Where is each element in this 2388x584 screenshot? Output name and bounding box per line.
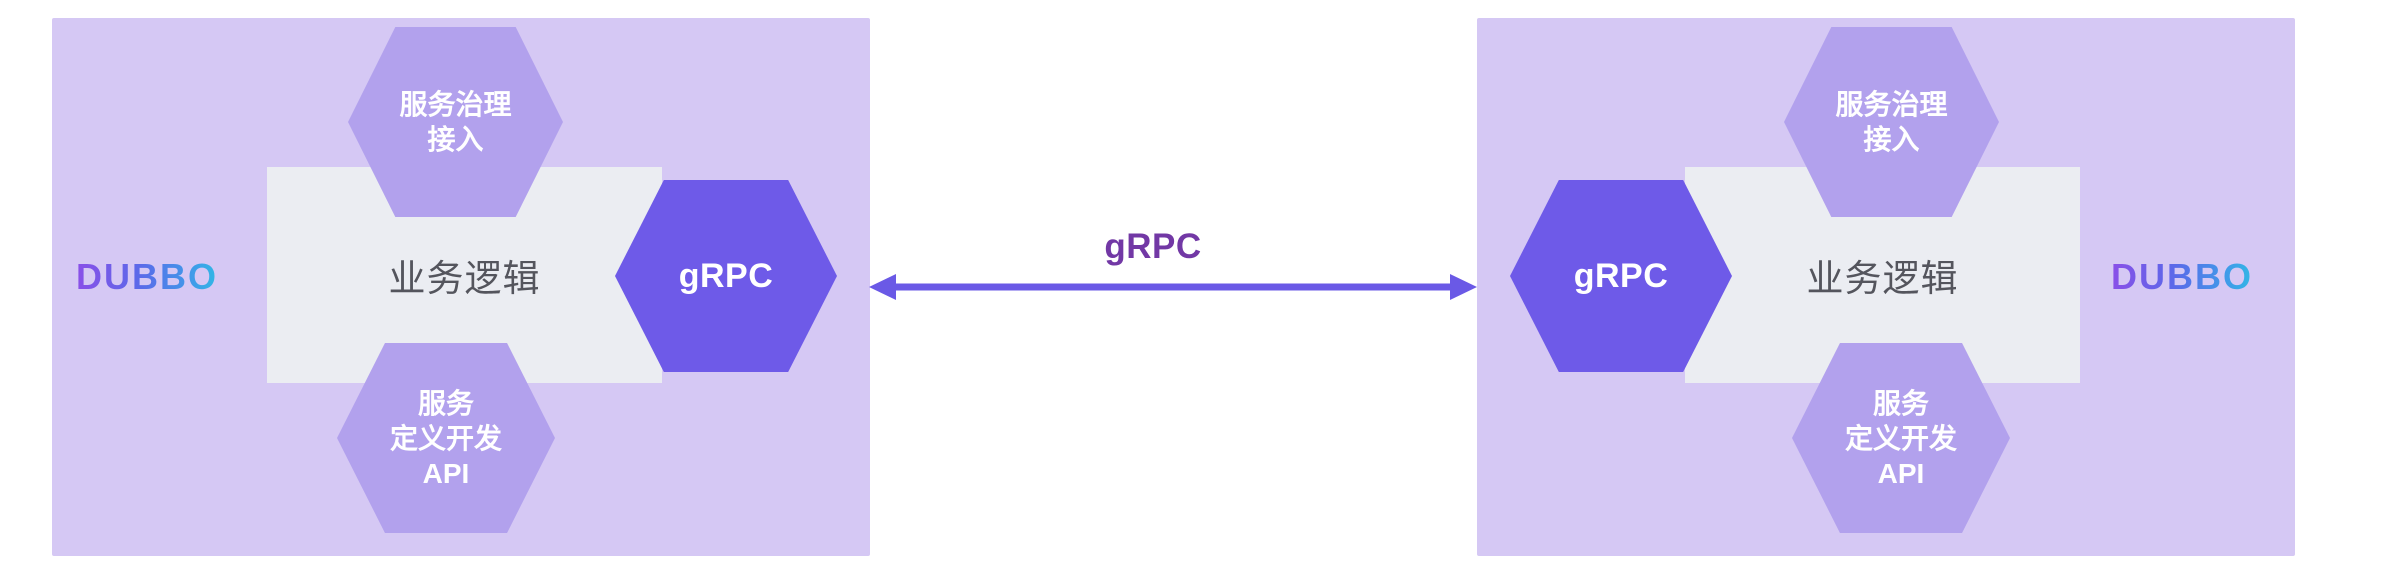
grpc-bidirectional-arrow-icon — [869, 274, 1477, 300]
grpc-hexagon: gRPC — [615, 180, 837, 372]
service-governance-hexagon: 服务治理 接入 — [1784, 27, 1999, 217]
dubbo-logo: DUBBO — [76, 258, 246, 298]
grpc-hexagon-label: gRPC — [1573, 256, 1669, 295]
api-definition-label: 服务 定义开发 API — [1844, 387, 1957, 489]
api-definition-hexagon: 服务 定义开发 API — [1792, 343, 2010, 533]
api-definition-hexagon: 服务 定义开发 API — [337, 343, 555, 533]
service-governance-hexagon: 服务治理 接入 — [348, 27, 563, 217]
dubbo-app-box-right: gRPC 业务逻辑 服务治理 接入 服务 定义开发 API DUBBO — [1477, 18, 2295, 556]
grpc-hexagon-label: gRPC — [678, 256, 774, 295]
service-governance-label: 服务治理 接入 — [1835, 89, 1948, 155]
api-definition-label: 服务 定义开发 API — [389, 387, 502, 489]
dubbo-logo: DUBBO — [2111, 258, 2281, 298]
dubbo-app-box-left: DUBBO 业务逻辑 服务治理 接入 服务 定义开发 API gRPC — [52, 18, 870, 556]
business-logic-label: 业务逻辑 — [388, 258, 541, 299]
grpc-hexagon: gRPC — [1510, 180, 1732, 372]
grpc-connection-label: gRPC — [1104, 227, 1202, 266]
service-governance-label: 服务治理 接入 — [399, 89, 512, 155]
business-logic-label: 业务逻辑 — [1806, 258, 1959, 299]
